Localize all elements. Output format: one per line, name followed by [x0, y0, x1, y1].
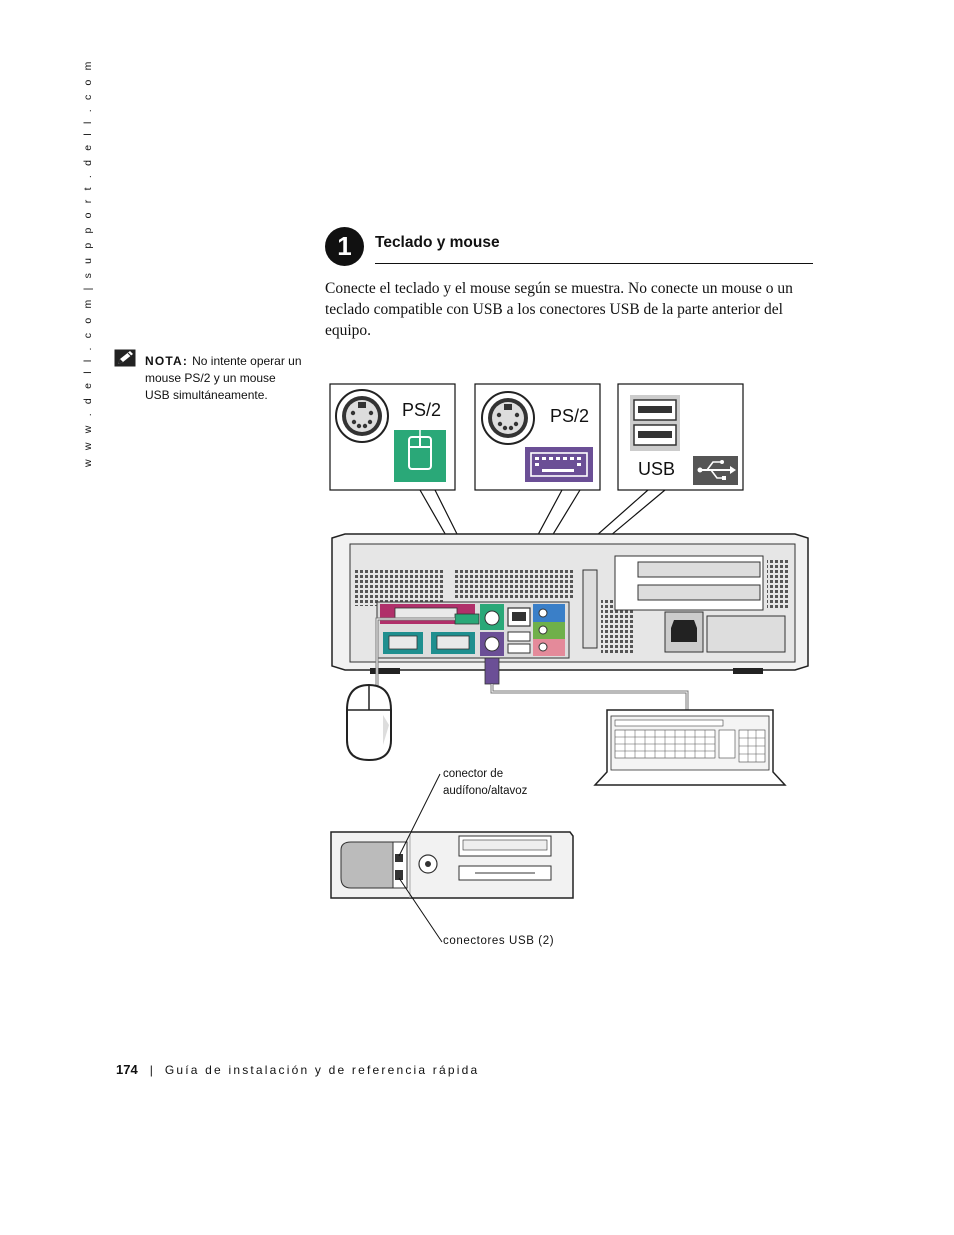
title-rule [375, 263, 813, 264]
pencil-note-icon [114, 349, 136, 367]
keyboard-symbol-icon [525, 447, 593, 482]
usb-callout: USB [617, 383, 744, 491]
ps2-keyboard-label: PS/2 [550, 406, 589, 426]
step-number-badge: 1 [325, 227, 364, 266]
page-footer: 174 | Guía de instalación y de referencia … [116, 1062, 479, 1077]
usb-label: USB [638, 459, 675, 479]
ps2-connector-icon [335, 389, 389, 443]
page-number: 174 [116, 1062, 138, 1077]
sidebar-url: w w w . d e l l . c o m | s u p p o r t … [82, 58, 94, 467]
note-text: No intente operar un mouse PS/2 y un mou… [145, 354, 302, 402]
footer-separator: | [149, 1063, 153, 1077]
usb-trident-icon [693, 456, 738, 485]
mouse-illustration [346, 683, 392, 762]
note-label: NOTA: [145, 354, 189, 368]
computer-front-view [330, 831, 574, 899]
footer-title: Guía de instalación y de referencia rápi… [164, 1063, 480, 1077]
audio-connector-callout: conector de audífono/altavoz [443, 768, 528, 797]
usb-port-icon [630, 395, 680, 451]
step-title: Teclado y mouse [375, 234, 500, 251]
front-callout-leaders [398, 773, 443, 943]
ps2-mouse-label: PS/2 [402, 400, 441, 420]
instruction-paragraph: Conecte el teclado y el mouse según se m… [325, 280, 793, 339]
keyboard-illustration [593, 709, 787, 786]
ps2-connector-icon [481, 391, 535, 445]
ps2-keyboard-callout: PS/2 [474, 383, 601, 491]
connection-diagram: PS/2 PS/2 [329, 383, 809, 943]
usb-connectors-callout: conectores USB (2) [443, 935, 555, 947]
ps2-mouse-callout: PS/2 [329, 383, 456, 491]
note: NOTA:No intente operar un mouse PS/2 y u… [145, 353, 303, 404]
computer-rear-view [331, 533, 809, 685]
mouse-symbol-icon [394, 430, 446, 482]
